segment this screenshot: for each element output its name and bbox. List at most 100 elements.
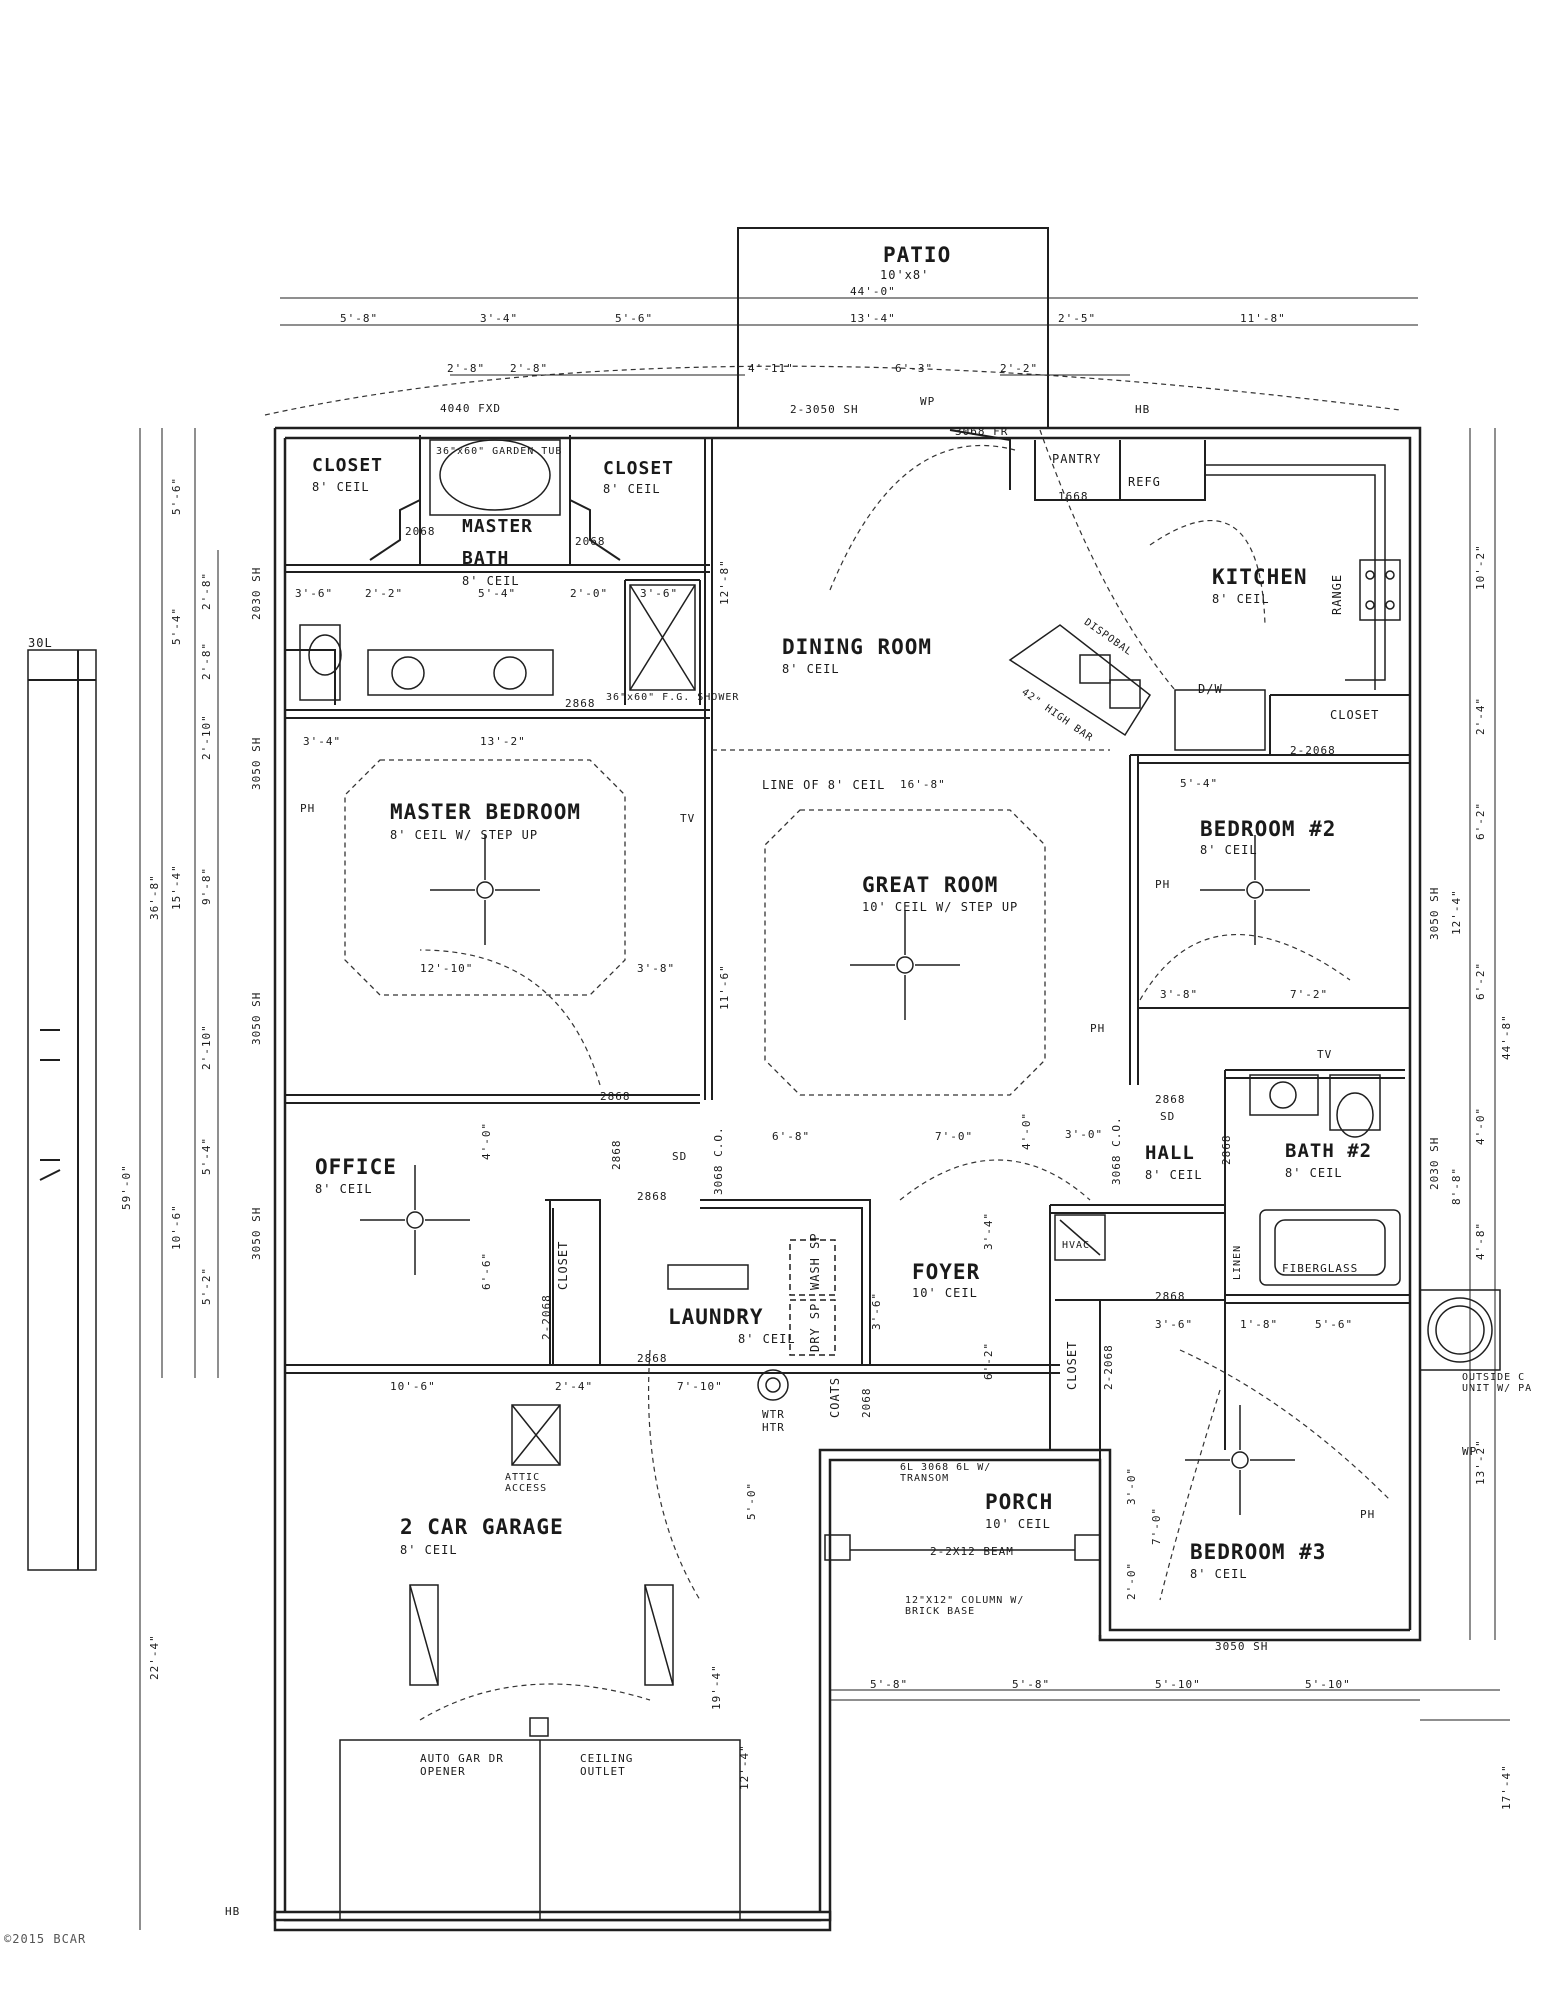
dim-dining-b: 11'-6" [718,964,731,1010]
dim-right-r8: 4'-8" [1474,1221,1487,1260]
dim-mb-a: 3'-4" [303,735,342,748]
phone-jack-bed2: PH [1155,878,1171,891]
ceiling-outlet-label: CEILING OUTLET [580,1752,634,1778]
outside-unit-label: OUTSIDE C UNIT W/ PA [1462,1372,1533,1394]
bedroom3-label: BEDROOM #3 [1190,1540,1327,1564]
dim-bath-d: 2'-0" [570,587,609,600]
bath2-label: BATH #2 [1285,1140,1373,1162]
master-bath-label: MASTER [462,516,534,537]
interior-walls [285,429,1410,1640]
dryer-label: DRY SP [808,1302,822,1352]
window-4040-label: 4040 FXD [440,402,501,415]
laundry-label: LAUNDRY [668,1305,764,1329]
dim-top-e2: 2'-8" [510,362,549,375]
kitchen-ceil: 8' CEIL [1212,592,1270,606]
dining-room-label: DINING ROOM [782,635,933,659]
dim-mb-width: 13'-2" [480,735,526,748]
door-2868-laundry-label: 2868 [637,1352,668,1365]
dim-bed2-a: 5'-4" [1180,777,1219,790]
dim-right-r7: 8'-8" [1450,1166,1463,1205]
copyright-watermark: ©2015 BCAR [4,1932,87,1946]
dim-right-r6: 4'-0" [1474,1106,1487,1145]
smoke-detector-hall: SD [1160,1110,1176,1123]
dim-foyer-a: 6'-8" [772,1130,811,1143]
dim-left-c4: 9'-8" [200,866,213,905]
dimension-lines [139,297,1510,1930]
patio-size: 10'x8' [880,268,930,282]
dim-top-e3: 4'-11" [748,362,794,375]
dim-right-r10: 17'-4" [1500,1764,1513,1810]
window-3050-mb1-label: 3050 SH [250,736,263,790]
dim-great-width: 16'-8" [900,778,946,791]
great-room-label: GREAT ROOM [862,873,999,897]
office-label: OFFICE [315,1155,397,1179]
adjacent-elevation-fragment [27,649,97,1571]
dim-bed3-d: 2'-0" [1125,1561,1138,1600]
dim-bath-c: 5'-4" [478,587,517,600]
porch-ceil: 10' CEIL [985,1517,1051,1531]
foyer-label: FOYER [912,1260,981,1284]
closet-left-label: CLOSET [312,455,384,476]
dim-foyer-c: 3'-0" [1065,1128,1104,1141]
tv-outlet-bath: TV [1317,1048,1333,1061]
dim-bottom-1: 5'-8" [870,1678,909,1691]
porch-label: PORCH [985,1490,1054,1514]
dim-top-e4: 6'-3" [895,362,934,375]
dim-left-c6: 5'-4" [200,1136,213,1175]
master-bath-fixtures [299,439,696,701]
dim-bath-b: 2'-2" [365,587,404,600]
garage-opener-label: AUTO GAR DR OPENER [420,1752,504,1778]
dim-bed3-a: 3'-6" [1155,1318,1194,1331]
dim-foyer-e: 6'-2" [982,1341,995,1380]
dim-garage-c: 12'-4" [738,1744,751,1790]
door-2868-office2-label: 2868 [637,1190,668,1203]
dim-top-e1: 2'-8" [447,362,486,375]
master-bath-ceil: 8' CEIL [462,574,520,588]
beam-label: 2-2X12 BEAM [930,1545,1014,1558]
dim-left-b3: 15'-4" [170,864,183,910]
dim-laundry-a: 7'-10" [677,1380,723,1393]
linen-label: LINEN [1232,1244,1243,1280]
edge-fragment-label: 30L [28,636,53,650]
dim-right-r4: 12'-4" [1450,889,1463,935]
tray-ceiling-outlines [344,749,1110,1096]
door-2868-bath-label: 2868 [565,697,596,710]
door-2868-mb-label: 2868 [600,1090,631,1103]
bath2-ceil: 8' CEIL [1285,1166,1343,1180]
fiberglass-label: FIBERGLASS [1282,1262,1359,1275]
dim-bed2-c: 7'-2" [1290,988,1329,1001]
dim-bed3-b: 5'-6" [1315,1318,1354,1331]
dim-right-r5: 6'-2" [1474,961,1487,1000]
garage-label: 2 CAR GARAGE [400,1515,564,1539]
dim-foyer-f: 4'-0" [1020,1111,1033,1150]
dim-left-c7: 5'-2" [200,1266,213,1305]
dishwasher-label: D/W [1198,682,1223,696]
dim-bed3-e: 3'-0" [1125,1466,1138,1505]
dim-left-a2: 22'-4" [148,1634,161,1680]
dim-top-4: 13'-4" [850,312,896,325]
great-room-ceil: 10' CEIL W/ STEP UP [862,900,1019,914]
dim-left-b1: 5'-6" [170,476,183,515]
door-2068-coats-label: 2068 [860,1387,873,1419]
dim-right-r1: 10'-2" [1474,544,1487,590]
dim-bottom-4: 5'-10" [1305,1678,1351,1691]
office-ceil: 8' CEIL [315,1182,373,1196]
dim-bath-e: 3'-6" [640,587,679,600]
window-2030-left-label: 2030 SH [250,566,263,620]
dim-bed2-b: 3'-8" [1160,988,1199,1001]
bedroom2-ceil: 8' CEIL [1200,843,1258,857]
phone-jack-bed3: PH [1360,1508,1376,1521]
master-bedroom-label: MASTER BEDROOM [390,800,582,824]
hose-bibb-rear: HB [1135,403,1151,416]
door-2-2068-bed2-label: 2-2068 [1290,744,1336,757]
utility-fixtures [667,1214,1501,1401]
door-1668-label: 1668 [1058,490,1089,503]
dim-bath-a: 3'-6" [295,587,334,600]
door-2868-bed2-label: 2868 [1155,1093,1186,1106]
window-3050-office-label: 3050 SH [250,1206,263,1260]
laundry-ceil: 8' CEIL [738,1332,796,1346]
switch-arcs [264,365,1401,1721]
door-2-2068-bed3-label: 2-2068 [1102,1344,1115,1390]
phone-jack-great: PH [1090,1022,1106,1035]
dim-top-5: 2'-5" [1058,312,1097,325]
